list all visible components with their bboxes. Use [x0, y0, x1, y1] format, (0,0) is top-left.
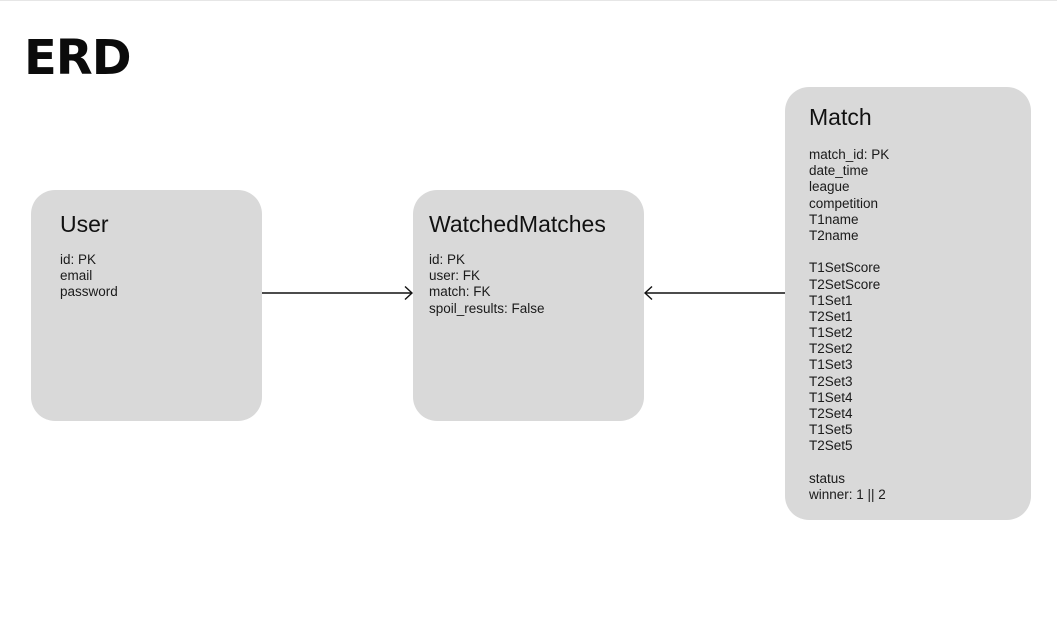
entity-field: T1Set4 — [809, 389, 853, 405]
entity-field: T1SetScore — [809, 260, 881, 276]
entity-field: match_id: PK — [809, 147, 890, 162]
entity-field: winner: 1 || 2 — [809, 486, 886, 502]
connector-match-to-watchedmatches — [643, 285, 785, 301]
entity-field: T1Set1 — [809, 292, 853, 308]
entity-field: league — [809, 179, 850, 195]
top-divider — [0, 0, 1057, 1]
entity-field: spoil_results: False — [429, 300, 545, 316]
entity-watchedmatches-name: WatchedMatches — [429, 211, 606, 237]
entity-field: T1name — [809, 211, 859, 227]
entity-field: user: FK — [429, 268, 481, 284]
entity-field: T1Set5 — [809, 422, 853, 438]
entity-field: T2Set5 — [809, 438, 853, 454]
connector-user-to-watchedmatches — [262, 285, 414, 301]
entity-field: match: FK — [429, 284, 491, 300]
entity-field: date_time — [809, 163, 869, 179]
entity-field: T2Set1 — [809, 308, 853, 324]
entity-field: id: PK — [60, 252, 97, 267]
entity-match-name: Match — [809, 104, 872, 130]
arrowhead-right-icon — [404, 285, 414, 301]
page-title: ERD — [24, 30, 132, 86]
entity-field: T2SetScore — [809, 276, 881, 292]
entity-field: status — [809, 470, 846, 486]
entity-field: competition — [809, 195, 879, 211]
entity-field: T1Set2 — [809, 325, 853, 341]
entity-field: T1Set3 — [809, 357, 853, 373]
entity-field: T2name — [809, 227, 859, 243]
entity-field: id: PK — [429, 252, 466, 267]
entity-user-name: User — [60, 211, 109, 237]
entity-field: T2Set2 — [809, 341, 853, 357]
entity-field: T2Set4 — [809, 406, 853, 421]
field-spacer — [809, 244, 1031, 260]
field-spacer — [809, 455, 1031, 471]
entity-field: password — [60, 284, 118, 300]
entity-field: email — [60, 268, 93, 284]
arrowhead-left-icon — [643, 285, 653, 301]
entity-field: T2Set3 — [809, 373, 853, 389]
